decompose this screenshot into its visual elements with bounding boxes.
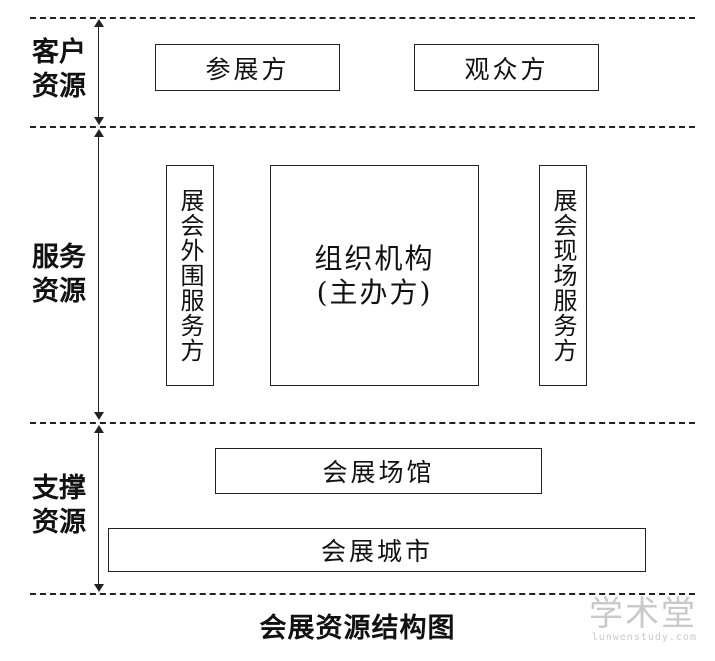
watermark: 学术堂 lunwenstudy.com (589, 596, 697, 643)
separator-service-support (30, 422, 695, 424)
separator-top (30, 17, 695, 19)
support-label-line1: 支撑 (32, 473, 86, 504)
venue-box: 会展场馆 (215, 448, 542, 494)
service-span-line (98, 134, 99, 414)
customer-label-line2: 资源 (32, 71, 86, 102)
organizer-box: 组织机构 (主办方) (270, 165, 479, 386)
onsite-service-box: 展会现场服务方 (539, 165, 587, 386)
support-span-line (98, 430, 99, 586)
support-arrow-up (94, 425, 104, 433)
watermark-url-text: lunwenstudy.com (591, 632, 697, 643)
exhibitor-text: 参展方 (205, 54, 290, 84)
separator-bottom (30, 593, 695, 595)
audience-text: 观众方 (464, 54, 549, 84)
service-arrow-up (94, 129, 104, 137)
venue-text: 会展场馆 (322, 458, 435, 487)
service-arrow-down (94, 412, 104, 420)
customer-resources-label: 客户 资源 (32, 36, 92, 104)
support-resources-label: 支撑 资源 (32, 472, 92, 540)
figure-caption: 会展资源结构图 (259, 613, 456, 644)
peripheral-service-text: 展会外围服务方 (176, 188, 204, 363)
support-label-line2: 资源 (32, 507, 86, 538)
customer-label-line1: 客户 (32, 37, 86, 68)
service-label-line1: 服务 (32, 242, 86, 273)
organizer-text-line1: 组织机构 (314, 241, 435, 275)
onsite-service-text: 展会现场服务方 (549, 188, 577, 363)
service-resources-label: 服务 资源 (32, 241, 92, 309)
watermark-main-text: 学术堂 (589, 594, 697, 634)
separator-customer-service (30, 126, 695, 128)
support-arrow-down (94, 584, 104, 592)
peripheral-service-box: 展会外围服务方 (166, 165, 214, 386)
customer-span-line (98, 24, 99, 120)
city-box: 会展城市 (108, 528, 646, 572)
service-label-line2: 资源 (32, 276, 86, 307)
customer-arrow-down (94, 117, 104, 125)
city-text: 会展城市 (320, 537, 433, 566)
organizer-text-line2: (主办方) (316, 275, 433, 309)
exhibitor-box: 参展方 (155, 44, 340, 91)
audience-box: 观众方 (414, 44, 599, 91)
customer-arrow-up (94, 19, 104, 27)
